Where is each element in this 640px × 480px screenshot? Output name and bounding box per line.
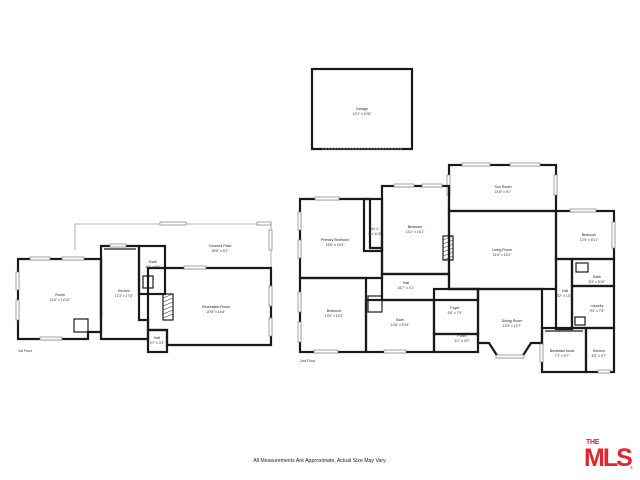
- fireplace-1: [162, 293, 174, 321]
- hall-3-dim: 3'2" x 13'3": [557, 294, 575, 298]
- measurement-disclaimer: All Measurements Are Approximate, Actual…: [253, 458, 387, 464]
- bedroom-b-name: Bedroom: [327, 309, 342, 313]
- first-floor: Room 14'3" x 14'10" Kitchen 11'3" x 17'8…: [15, 221, 273, 354]
- mls-logo-main: MLS: [584, 444, 633, 472]
- breakfast-nook-dim: 7'1" x 9'7": [555, 354, 571, 358]
- mls-logo: THE MLS ®: [582, 439, 634, 473]
- bath-1-dim: 6'3" x 5'5": [146, 265, 162, 269]
- covered-patio-name: Covered Patio: [209, 244, 232, 248]
- primary-bedroom-name: Primary Bedroom: [321, 238, 349, 242]
- living-room-name: Living Room: [492, 248, 512, 252]
- laundry-name: Laundry: [591, 304, 604, 308]
- kitchen-2-name: Kitchen: [593, 349, 605, 353]
- hall-2-dim: 16'7" x 4'1": [398, 286, 416, 290]
- breakfast-nook-name: Breakfast Nook: [550, 349, 575, 353]
- dining-room-dim: 12'9" x 13'7": [503, 324, 522, 328]
- recreation-room-dim: 20'8" x 14'6": [207, 310, 226, 314]
- covered-patio-dim: 39'8" x 8'1": [212, 249, 230, 253]
- bedroom-a-dim: 13'1" x 16'1": [406, 230, 425, 234]
- kitchen-1-dim: 11'3" x 17'8": [115, 294, 134, 298]
- bedroom-a-name: Bedroom: [408, 225, 423, 229]
- recreation-room-name: Recreation Room: [202, 305, 230, 309]
- wic-name: W.I.C.: [370, 227, 380, 231]
- bath-3-dim: 5'3" x 5'10": [589, 280, 607, 284]
- floor-label-1: 1st Floor: [18, 349, 33, 353]
- bedroom-b-dim: 13'3" x 13'3": [325, 314, 344, 318]
- bedroom-c-dim: 12'9" x 8'11": [580, 238, 599, 242]
- bath-3-name: Bath: [593, 275, 600, 279]
- foyer-dim: 5'6" x 7'5": [448, 311, 464, 315]
- bedroom-c-name: Bedroom: [582, 233, 597, 237]
- hall-1-dim: 3'7" x 3'3": [150, 341, 166, 345]
- foyer-name: Foyer: [450, 306, 460, 310]
- kitchen-2-dim: 8'3" x 9'7": [592, 354, 608, 358]
- mls-logo-registered: ®: [630, 465, 633, 470]
- sun-room-name: Sun Room: [495, 185, 512, 189]
- second-floor: Primary Bedroom 16'5" x 15'3" W.I.C. 5' …: [297, 162, 616, 374]
- room-name: Room: [55, 293, 65, 297]
- wic-dim: 5' x 11'5": [368, 232, 382, 236]
- room-dim: 14'3" x 14'10": [50, 298, 71, 302]
- floor-label-2: 2nd Floor: [300, 359, 316, 363]
- fireplace-2: [442, 235, 454, 261]
- hall-1-name: Hall: [154, 336, 160, 340]
- sun-room-dim: 21'8" x 9'1": [495, 190, 513, 194]
- bath-2-name: Bath: [396, 318, 403, 322]
- garage: Garage 19'1" x 10'8": [310, 67, 414, 151]
- garage-dim: 19'1" x 10'8": [353, 112, 372, 116]
- dining-room-name: Dining Room: [502, 319, 523, 323]
- bath-1-name: Bath: [149, 260, 156, 264]
- hall-3-name: Hall: [562, 289, 568, 293]
- laundry-dim: 9'3" x 7'8": [590, 309, 606, 313]
- living-room-dim: 21'6" x 15'2": [493, 253, 512, 257]
- mls-logo-the: THE: [586, 439, 600, 446]
- porch-name: Porch: [457, 334, 466, 338]
- primary-bedroom-dim: 16'5" x 15'3": [326, 243, 345, 247]
- kitchen-1-name: Kitchen: [118, 289, 130, 293]
- hall-2-name: Hall: [403, 281, 409, 285]
- garage-name: Garage: [356, 107, 368, 111]
- porch-dim: 6'1" x 4'0": [455, 339, 471, 343]
- bath-2-dim: 12'8" x 5'10": [391, 323, 410, 327]
